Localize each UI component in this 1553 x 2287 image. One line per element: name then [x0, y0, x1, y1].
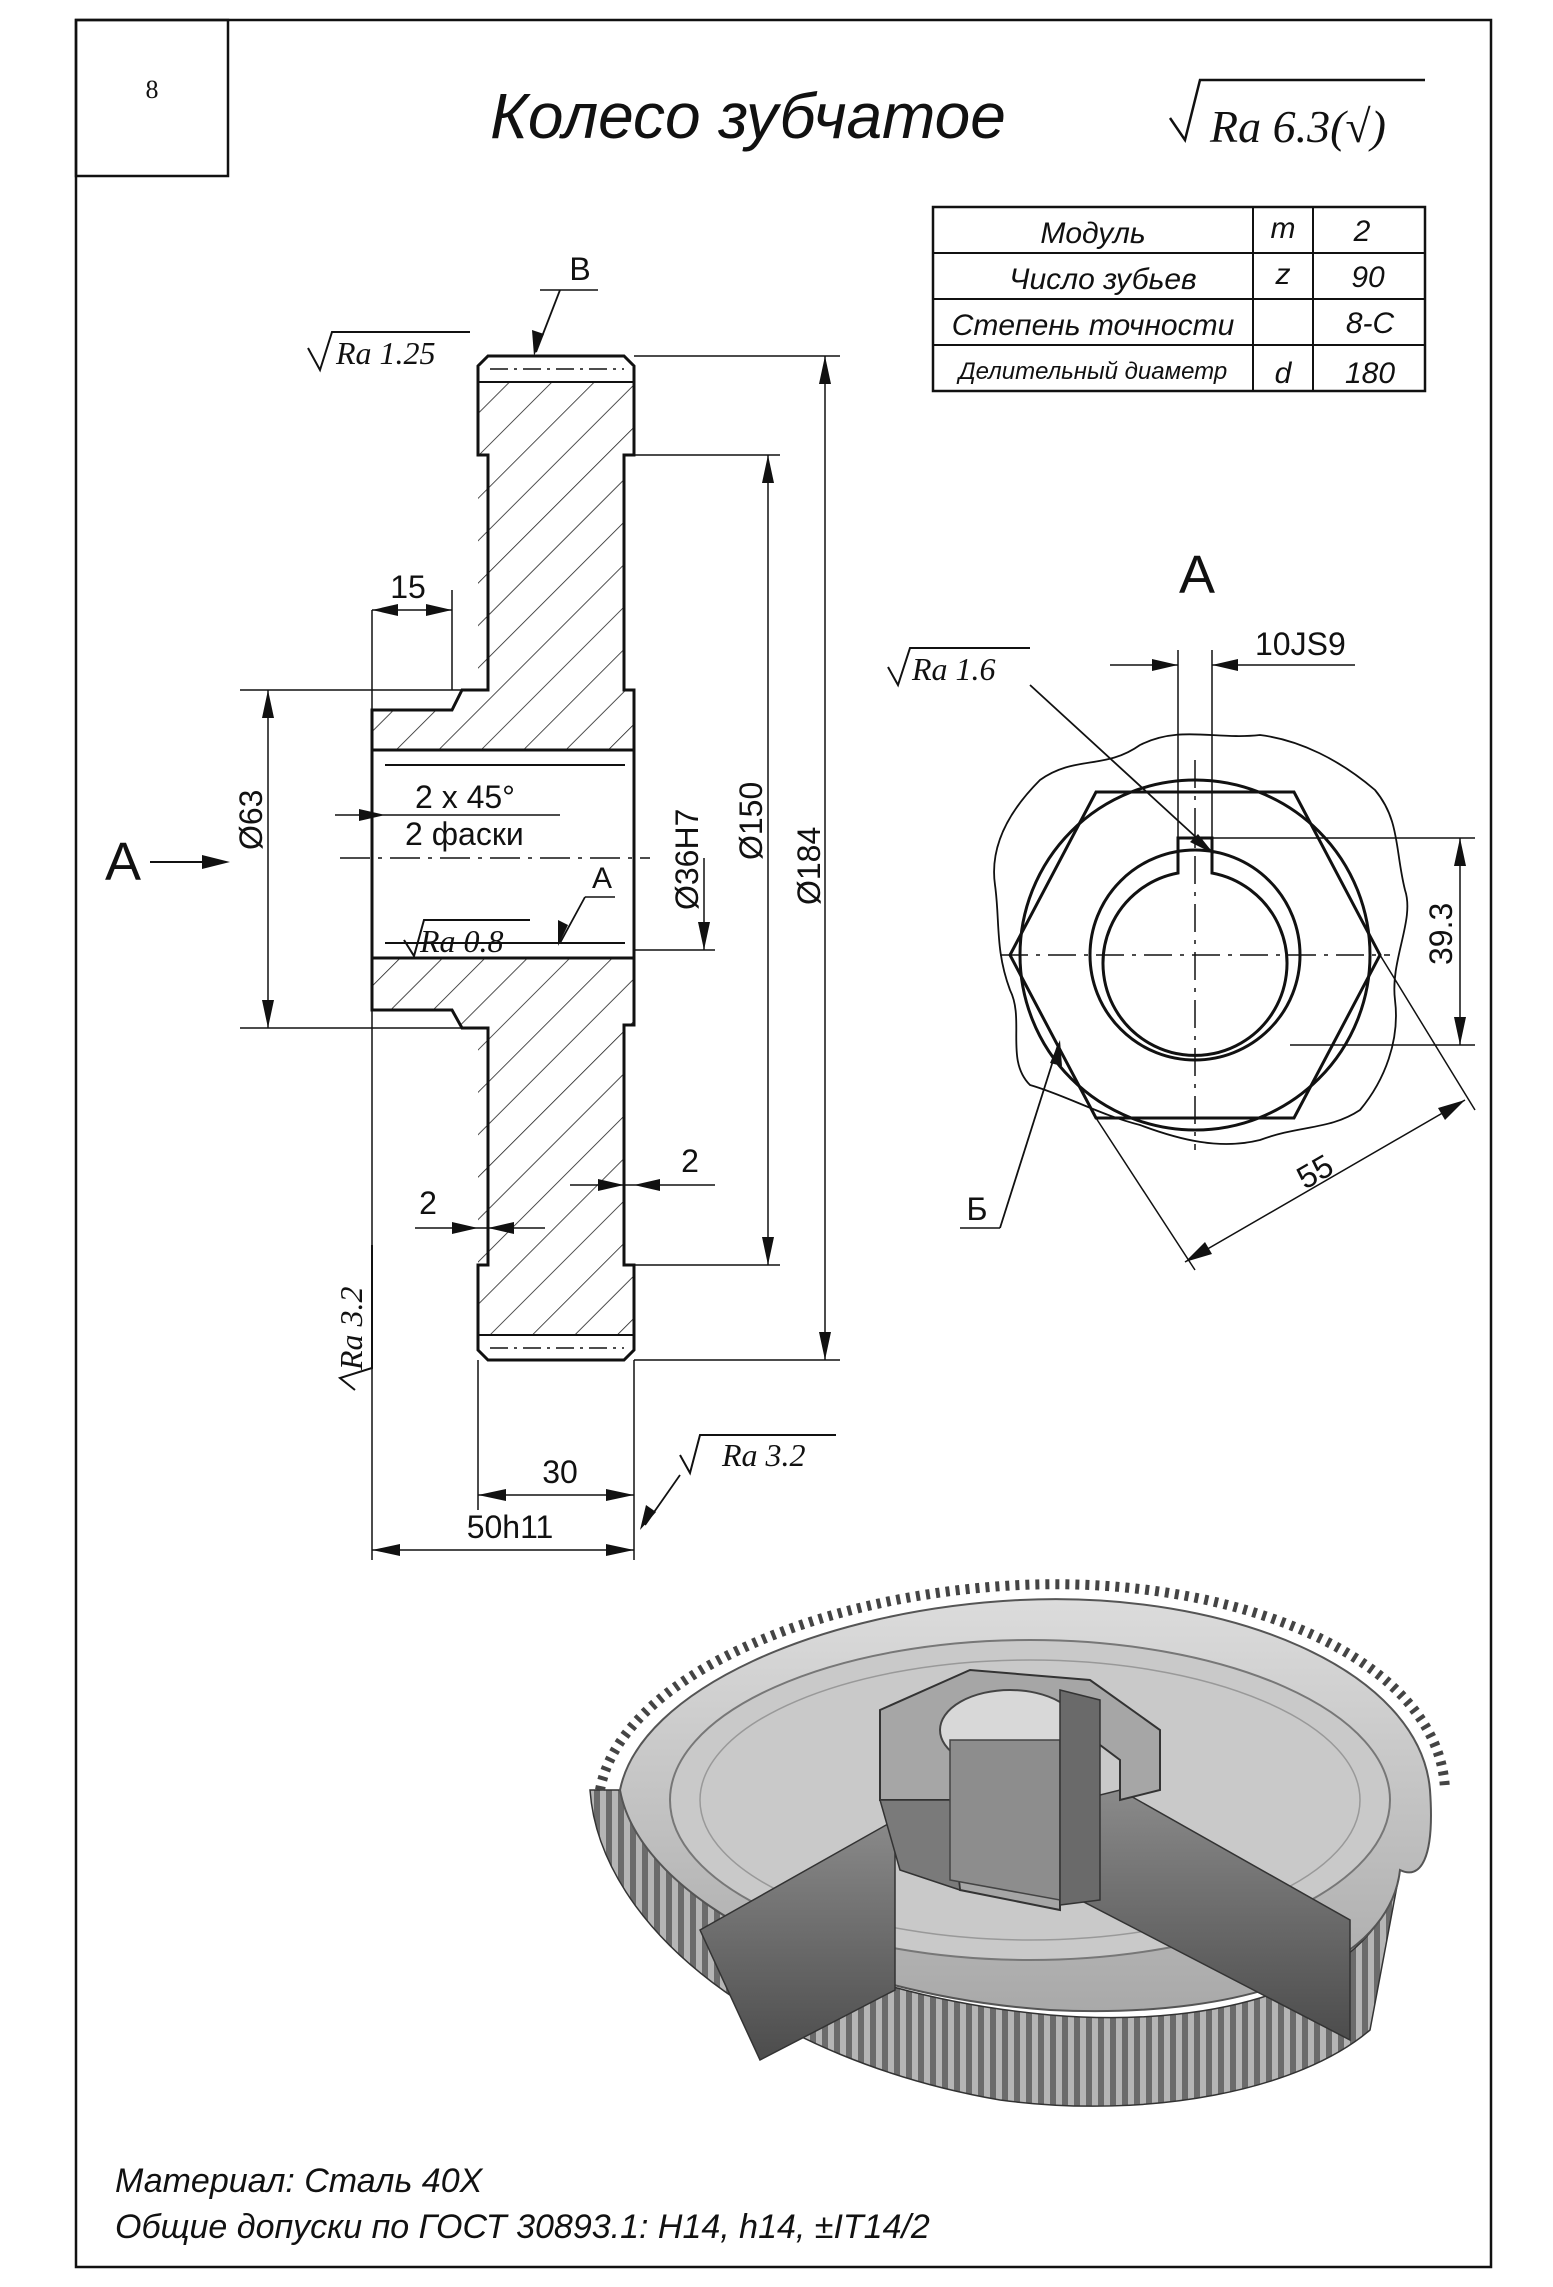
- dim-hex-55: 55: [1095, 954, 1476, 1271]
- bore-keyway: [1101, 836, 1289, 1057]
- svg-text:2 фаски: 2 фаски: [405, 816, 524, 852]
- svg-text:A: A: [592, 862, 612, 895]
- param-value-pitch-diameter: 180: [1345, 357, 1395, 390]
- sheet-frame: [74, 18, 1493, 2269]
- section-outline: [370, 354, 636, 1362]
- param-name-accuracy: Степень точности: [952, 309, 1235, 342]
- param-symbol-teeth: z: [1275, 258, 1291, 291]
- svg-text:10JS9: 10JS9: [1255, 626, 1346, 662]
- view-a: A 10JS9 Ra 1.6: [887, 545, 1476, 1271]
- svg-text:2 x 45°: 2 x 45°: [415, 779, 515, 815]
- gear-teeth-crest: [595, 1579, 1450, 1791]
- note-tolerances: Общие допуски по ГОСТ 30893.1: H14, h14,…: [115, 2208, 930, 2246]
- general-roughness-symbol: Ra 6.3(√): [1168, 78, 1425, 152]
- dim-key-10js9: 10JS9: [1110, 626, 1355, 838]
- svg-text:Ø184: Ø184: [791, 827, 827, 905]
- param-value-teeth: 90: [1351, 261, 1385, 294]
- svg-text:Ø150: Ø150: [733, 782, 769, 860]
- param-name-pitch-diameter: Делительный диаметр: [956, 358, 1227, 385]
- svg-text:Ra 3.2: Ra 3.2: [333, 1286, 369, 1371]
- svg-text:15: 15: [390, 569, 426, 605]
- page-number-box: [74, 18, 230, 178]
- roughness-ra32-bottom: Ra 3.2: [640, 1434, 836, 1530]
- dim-rim-30: 30: [478, 1454, 634, 1501]
- dim-hub-step-15: 15: [372, 569, 452, 616]
- svg-text:55: 55: [1291, 1147, 1340, 1196]
- roughness-ra32-side: Ra 3.2: [333, 1245, 373, 1391]
- svg-text:Ø36H7: Ø36H7: [669, 809, 705, 910]
- svg-text:50h11: 50h11: [467, 1509, 554, 1545]
- view-a-title: A: [1179, 545, 1215, 605]
- svg-text:Ra 3.2: Ra 3.2: [721, 1437, 806, 1473]
- dim-recess-left-2: 2: [415, 1185, 545, 1234]
- break-line: [993, 733, 1409, 1145]
- chamfer-callout: 2 x 45° 2 фаски: [335, 779, 560, 852]
- svg-text:39.3: 39.3: [1423, 903, 1459, 965]
- dim-d150: Ø150: [733, 455, 774, 1265]
- dim-recess-right-2: 2: [570, 1143, 715, 1191]
- dim-d184: Ø184: [791, 356, 831, 1360]
- gear-cut-left: [699, 1818, 896, 2062]
- svg-text:Ra 0.8: Ra 0.8: [419, 923, 504, 959]
- param-symbol-pitch-diameter: d: [1275, 357, 1293, 390]
- leader-a-bore: A: [558, 862, 615, 946]
- svg-text:Б: Б: [967, 1191, 988, 1227]
- param-value-module: 2: [1353, 215, 1371, 248]
- view-a-arrow: A: [105, 832, 230, 892]
- svg-text:30: 30: [542, 1454, 578, 1490]
- section-upper-hatch: [372, 382, 634, 750]
- note-material: Материал: Сталь 40Х: [115, 2162, 484, 2200]
- svg-text:Ra 1.6: Ra 1.6: [911, 651, 996, 687]
- roughness-ra125: Ra 1.25: [307, 331, 470, 373]
- svg-text:2: 2: [681, 1143, 699, 1179]
- svg-text:A: A: [105, 832, 141, 892]
- page-number: 8: [146, 75, 159, 104]
- section-lower-hatch: [372, 958, 634, 1335]
- svg-text:B: B: [569, 251, 590, 287]
- roughness-ra08: Ra 0.8: [403, 919, 530, 959]
- param-symbol-module: m: [1271, 212, 1296, 245]
- gear-parameters-table: Модуль m 2 Число зубьев z 90 Степень точ…: [931, 205, 1427, 393]
- gear-3d-render: [589, 1579, 1450, 2107]
- section-view: Ø184 Ø150 Ø36H7 Ø63 15: [105, 251, 840, 1560]
- drawing-title: Колесо зубчатое: [490, 80, 1006, 152]
- dim-total-50h11: 50h11: [372, 1509, 634, 1556]
- roughness-ra16: Ra 1.6: [887, 647, 1214, 854]
- leader-b-view-a: Б: [960, 1040, 1062, 1229]
- leader-b: B: [532, 251, 598, 356]
- dim-d63: Ø63: [233, 690, 274, 1028]
- param-name-module: Модуль: [1040, 217, 1145, 250]
- svg-text:Ra 1.25: Ra 1.25: [335, 335, 436, 371]
- svg-text:Ø63: Ø63: [233, 790, 269, 850]
- dim-d36h7: Ø36H7: [669, 809, 710, 950]
- dim-hex-39-3: 39.3: [1212, 837, 1475, 1046]
- svg-text:2: 2: [419, 1185, 437, 1221]
- general-roughness-text: Ra 6.3(√): [1209, 101, 1386, 152]
- param-name-teeth: Число зубьев: [1009, 263, 1196, 296]
- param-value-accuracy: 8-C: [1346, 307, 1395, 340]
